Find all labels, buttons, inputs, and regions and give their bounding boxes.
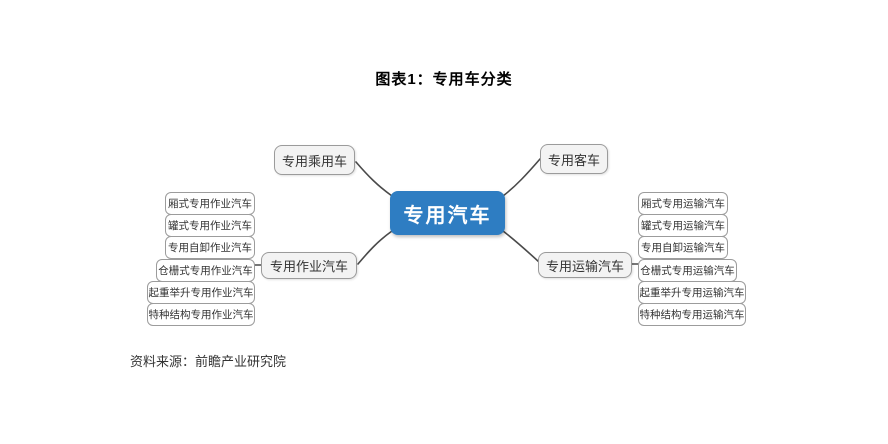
source-note: 资料来源：前瞻产业研究院 (130, 354, 287, 369)
branch-node-passenger: 专用乘用车 (274, 145, 355, 175)
leaf-work-dump: 专用自卸作业汽车 (165, 236, 255, 259)
leaf-work-tank: 罐式专用作业汽车 (165, 214, 255, 237)
branch-node-work-vehicle: 专用作业汽车 (261, 252, 357, 279)
leaf-work-special: 特种结构专用作业汽车 (147, 303, 255, 326)
link-root-to-top-right (502, 158, 541, 197)
leaf-transport-box: 厢式专用运输汽车 (638, 192, 728, 215)
leaf-work-stake: 仓栅式专用作业汽车 (156, 259, 255, 282)
leaf-transport-dump: 专用自卸运输汽车 (638, 236, 728, 259)
root-node: 专用汽车 (390, 191, 505, 235)
leaf-transport-stake: 仓栅式专用运输汽车 (638, 259, 737, 282)
leaf-work-lifting: 起重举升专用作业汽车 (147, 281, 255, 304)
branch-node-bus: 专用客车 (540, 144, 608, 174)
figure-title: 图表1：专用车分类 (375, 71, 513, 88)
link-root-to-top-left (355, 161, 393, 197)
link-root-to-mid-right (502, 230, 540, 263)
leaf-transport-lifting: 起重举升专用运输汽车 (638, 281, 746, 304)
leaf-work-box: 厢式专用作业汽车 (165, 192, 255, 215)
leaf-transport-special: 特种结构专用运输汽车 (638, 303, 746, 326)
link-root-to-mid-left (357, 230, 393, 265)
branch-node-transport-vehicle: 专用运输汽车 (538, 252, 632, 278)
leaf-transport-tank: 罐式专用运输汽车 (638, 214, 728, 237)
